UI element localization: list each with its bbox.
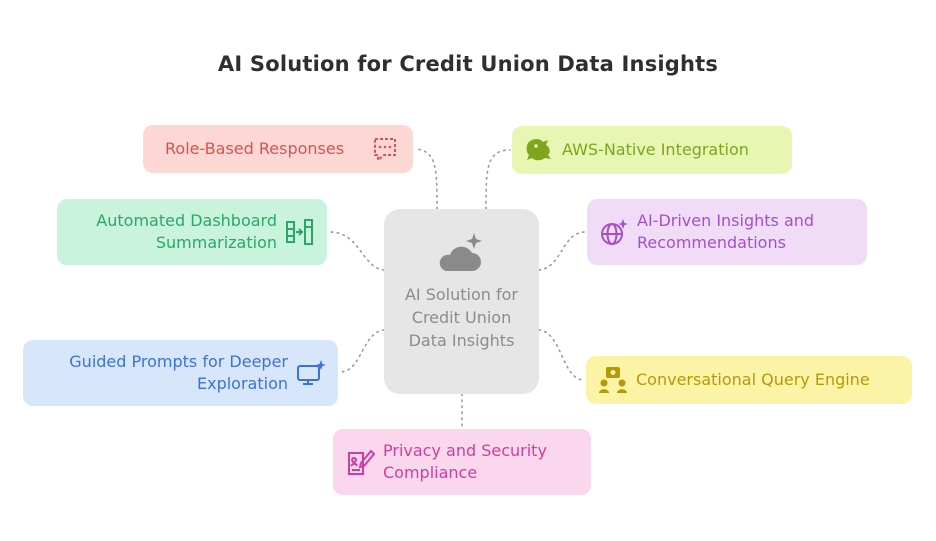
dragon-icon xyxy=(524,137,554,163)
node-label: AI-Driven Insights and Recommendations xyxy=(637,210,814,254)
node-label: AWS-Native Integration xyxy=(562,140,749,159)
node-label-line-1: Privacy and Security xyxy=(383,441,547,460)
central-topic-label: AI Solution for Credit Union Data Insigh… xyxy=(404,285,518,350)
node-label: Guided Prompts for Deeper Exploration xyxy=(37,351,288,395)
node-label-line-1: Automated Dashboard xyxy=(96,211,277,230)
chat-dots-icon xyxy=(371,136,399,162)
connector-guided-prompts xyxy=(339,329,385,373)
node-label: Automated Dashboard Summarization xyxy=(71,210,277,254)
connector-ai-driven xyxy=(538,231,586,271)
central-topic-node: AI Solution for Credit Union Data Insigh… xyxy=(384,209,539,394)
connector-role-based xyxy=(414,148,438,210)
node-label-line-1: AI-Driven Insights and xyxy=(637,211,815,230)
globe-sparkle-icon xyxy=(599,217,629,247)
node-label-line-2: Recommendations xyxy=(637,233,786,252)
diagram-title: AI Solution for Credit Union Data Insigh… xyxy=(217,52,719,76)
node-label: Role-Based Responses xyxy=(165,139,345,158)
connector-automated-dashboard xyxy=(329,231,385,271)
node-conversational-query-engine: Conversational Query Engine xyxy=(586,356,912,404)
cloud-sparkle-icon xyxy=(438,231,486,279)
node-label-line-1: Guided Prompts for Deeper xyxy=(69,352,288,371)
dashboard-summary-icon xyxy=(285,218,315,246)
connector-aws-native xyxy=(485,149,511,210)
node-role-based-responses: Role-Based Responses xyxy=(143,125,413,173)
node-label-line-2: Compliance xyxy=(383,463,478,482)
node-label-line-2: Exploration xyxy=(197,374,288,393)
monitor-sparkle-icon xyxy=(296,359,326,387)
document-signature-icon xyxy=(345,447,375,477)
node-automated-dashboard-summarization: Automated Dashboard Summarization xyxy=(57,199,327,265)
node-label-line-2: Summarization xyxy=(155,233,277,252)
node-privacy-security-compliance: Privacy and Security Compliance xyxy=(333,429,591,495)
node-ai-driven-insights: AI-Driven Insights and Recommendations xyxy=(587,199,867,265)
connector-conversational xyxy=(538,329,585,381)
node-label: Privacy and Security Compliance xyxy=(383,440,547,484)
node-guided-prompts: Guided Prompts for Deeper Exploration xyxy=(23,340,338,406)
node-label: Conversational Query Engine xyxy=(636,370,870,389)
query-engine-icon xyxy=(598,366,628,394)
node-aws-native-integration: AWS-Native Integration xyxy=(512,126,792,174)
